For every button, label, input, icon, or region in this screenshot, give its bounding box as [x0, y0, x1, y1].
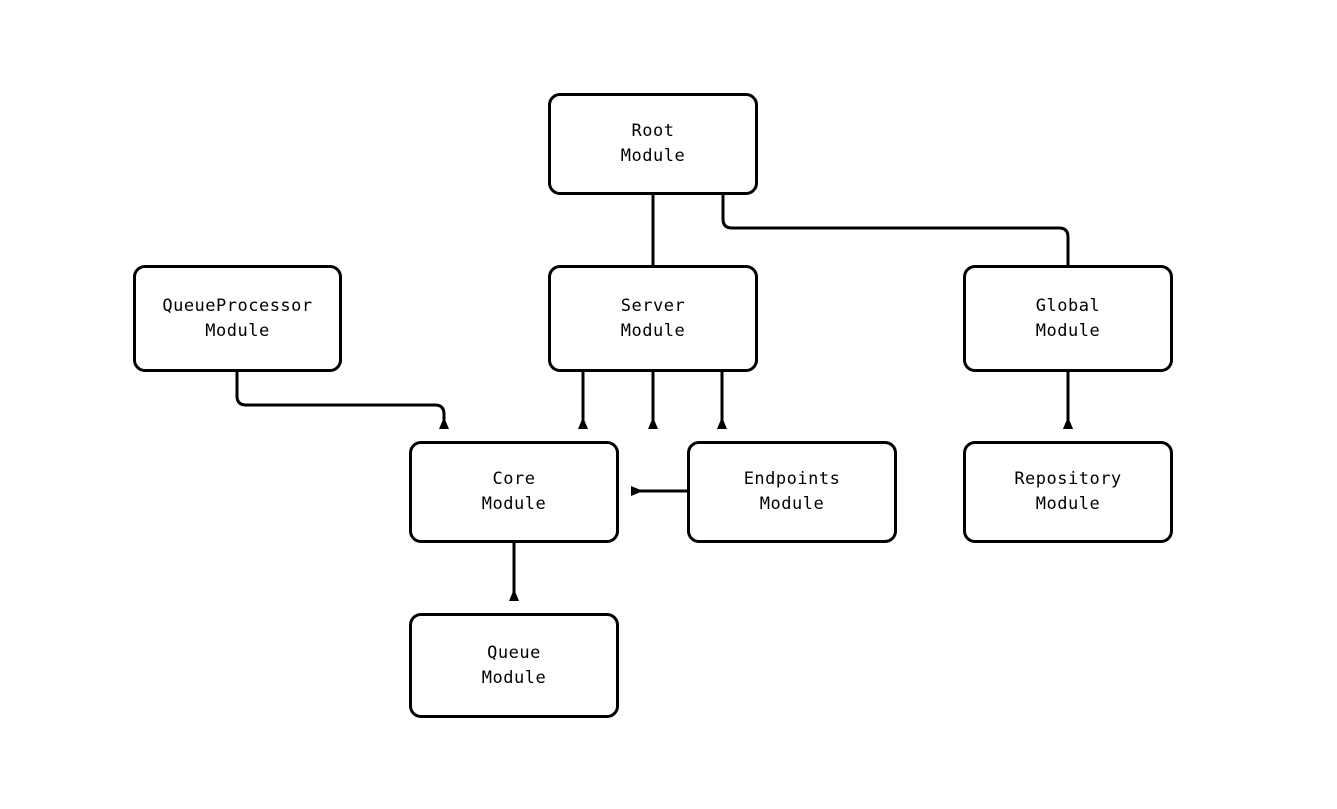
node-global-label: Global Module: [1035, 295, 1101, 341]
node-queueprocessor-label: QueueProcessor Module: [162, 295, 313, 341]
node-queueprocessor[interactable]: QueueProcessor Module: [133, 265, 342, 372]
node-queue-label: Queue Module: [481, 642, 547, 688]
node-endpoints[interactable]: Endpoints Module: [687, 441, 897, 543]
node-server-label: Server Module: [620, 295, 686, 341]
node-core[interactable]: Core Module: [409, 441, 619, 543]
node-repository[interactable]: Repository Module: [963, 441, 1173, 543]
node-queue[interactable]: Queue Module: [409, 613, 619, 718]
node-root-label: Root Module: [620, 121, 686, 166]
node-root[interactable]: Root Module: [548, 93, 758, 195]
node-repository-label: Repository Module: [1014, 469, 1122, 514]
node-core-label: Core Module: [481, 469, 547, 514]
edge-queueprocessor-core: [235, 372, 449, 429]
node-global[interactable]: Global Module: [963, 265, 1173, 372]
node-endpoints-label: Endpoints Module: [743, 469, 841, 514]
node-server[interactable]: Server Module: [548, 265, 758, 372]
